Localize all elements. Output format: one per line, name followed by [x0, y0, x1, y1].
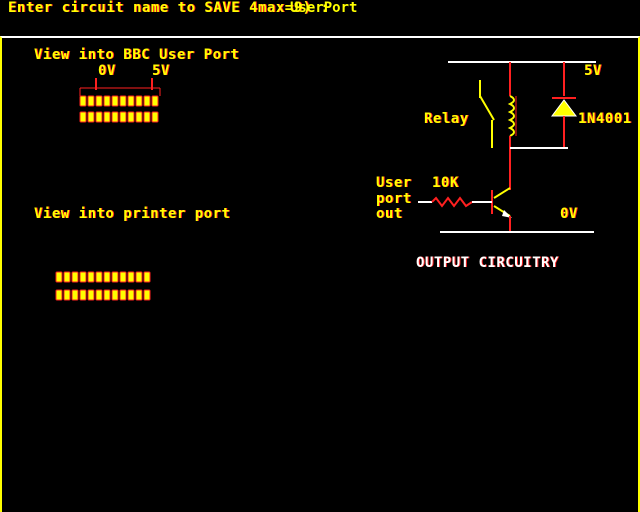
bbc-port-pin: [127, 111, 135, 123]
printer-port-pin: [63, 289, 71, 301]
printer-port-pin: [111, 271, 119, 283]
bbc-port-title: View into BBC User Port: [34, 47, 240, 63]
printer-port-pin: [71, 271, 79, 283]
bbc-port-pin: [111, 111, 119, 123]
printer-port-pin: [63, 271, 71, 283]
printer-port-pin: [103, 289, 111, 301]
printer-port-title: View into printer port: [34, 206, 231, 222]
save-prompt-bar: Enter circuit name to SAVE 4max=9) :: [0, 0, 640, 36]
bbc-port-pin: [103, 111, 111, 123]
user-label: User: [376, 175, 412, 191]
printer-port-connector: [55, 271, 151, 301]
printer-port-pin: [95, 271, 103, 283]
bbc-port-pin: [119, 111, 127, 123]
bbc-port-pin: [135, 111, 143, 123]
bbc-port-0v-label: 0V: [98, 63, 116, 79]
bbc-user-port-connector: [79, 78, 161, 123]
bbc-port-pin: [135, 95, 143, 107]
bbc-port-pin: [103, 95, 111, 107]
printer-port-pin: [55, 271, 63, 283]
diode-symbol: [551, 99, 577, 117]
printer-port-pin: [143, 271, 151, 283]
resistor-symbol: [431, 196, 473, 208]
bbc-port-pin: [95, 95, 103, 107]
bbc-port-pin: [79, 95, 87, 107]
relay-label: Relay: [424, 111, 469, 127]
printer-port-pin: [135, 271, 143, 283]
circuit-drawing-panel: [0, 36, 640, 512]
out-label: out: [376, 206, 403, 222]
bbc-port-pin: [151, 111, 159, 123]
printer-port-pin: [119, 271, 127, 283]
printer-port-pin: [103, 271, 111, 283]
bbc-port-pin: [87, 95, 95, 107]
output-circuit-schematic: [418, 61, 596, 233]
printer-port-pin: [135, 289, 143, 301]
printer-port-pin: [79, 271, 87, 283]
bbc-port-5v-label: 5V: [152, 63, 170, 79]
bbc-port-pin: [127, 95, 135, 107]
printer-port-pin: [143, 289, 151, 301]
relay-switch: [479, 95, 495, 121]
printer-port-pin: [79, 289, 87, 301]
printer-port-pin: [111, 289, 119, 301]
resistor-label: 10K: [432, 175, 459, 191]
printer-port-pin: [95, 289, 103, 301]
ground-0v-label: 0V: [560, 206, 578, 222]
diode-label: 1N4001: [578, 111, 632, 127]
bbc-port-pin: [143, 111, 151, 123]
printer-port-pin: [87, 271, 95, 283]
circuit-name-input[interactable]: [290, 0, 400, 16]
printer-port-pin: [87, 289, 95, 301]
bbc-port-pin: [151, 95, 159, 107]
output-circuitry-caption: OUTPUT CIRCUITRY: [416, 255, 559, 271]
printer-port-pin: [55, 289, 63, 301]
printer-port-pin: [119, 289, 127, 301]
bbc-port-pin: [111, 95, 119, 107]
bbc-port-pin: [95, 111, 103, 123]
printer-port-pin: [127, 271, 135, 283]
printer-port-pin: [71, 289, 79, 301]
supply-5v-label: 5V: [584, 63, 602, 79]
bbc-port-pin: [143, 95, 151, 107]
printer-port-pin: [127, 289, 135, 301]
bbc-port-pin: [87, 111, 95, 123]
bbc-port-pin: [119, 95, 127, 107]
bbc-port-pin: [79, 111, 87, 123]
relay-coil: [507, 95, 515, 137]
port-label: port: [376, 191, 412, 207]
